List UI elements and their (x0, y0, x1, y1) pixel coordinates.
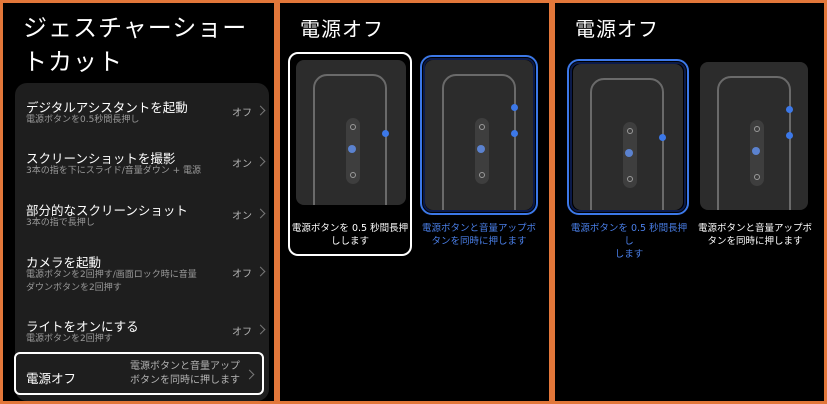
press-point-dot (786, 106, 793, 113)
option-combo-press[interactable] (420, 55, 538, 215)
setting-title: 部分的なスクリーンショット (26, 203, 188, 218)
power-off-panel-a: 電源オフ 電源ボタンを 0.5 秒間長押 しします (277, 0, 552, 404)
setting-subtitle: 3本の指で長押し (26, 218, 95, 228)
setting-partial-screenshot[interactable]: 部分的なスクリーンショット 3本の指で長押し オン (26, 200, 266, 240)
chevron-right-icon (255, 324, 266, 335)
setting-title: デジタルアシスタントを起動 (26, 100, 188, 115)
chevron-right-icon (255, 208, 266, 219)
button-indicator (623, 122, 637, 188)
phone-illustration (296, 60, 406, 205)
setting-subtitle: ダウンボタンを2回押す (26, 283, 122, 293)
option-long-press[interactable] (567, 59, 689, 215)
button-indicator (346, 118, 360, 184)
gesture-shortcut-panel: ジェスチャーショートカット デジタルアシスタントを起動 電源ボタンを0.5秒間長… (0, 0, 277, 404)
chevron-right-icon (244, 369, 255, 380)
setting-camera[interactable]: カメラを起動 電源ボタンを2回押す/画面ロック時に音量 ダウンボタンを2回押す … (26, 252, 266, 304)
chevron-right-icon (255, 156, 266, 167)
option-long-press[interactable] (288, 52, 412, 256)
setting-title: ライトをオンにする (26, 319, 139, 334)
setting-value: 電源ボタンと音量アップ ボタンを同時に押します (130, 361, 240, 386)
press-point-dot (659, 134, 666, 141)
setting-power-off[interactable]: 電源オフ 電源ボタンと音量アップ ボタンを同時に押します (14, 352, 264, 395)
phone-illustration (573, 64, 683, 210)
setting-value: オン (232, 159, 252, 170)
setting-subtitle: 電源ボタンを2回押す (26, 334, 113, 344)
power-off-panel-b: 電源オフ 電源ボタンを 0.5 秒間長押し します (552, 0, 827, 404)
setting-value: オフ (232, 108, 252, 119)
button-indicator (475, 118, 489, 184)
settings-list: デジタルアシスタントを起動 電源ボタンを0.5秒間長押し オフ スクリーンショッ… (15, 83, 269, 401)
button-indicator (750, 120, 764, 186)
setting-flashlight[interactable]: ライトをオンにする 電源ボタンを2回押す オフ (26, 316, 266, 356)
phone-illustration (425, 60, 533, 210)
setting-title: スクリーンショットを撮影 (26, 151, 176, 166)
chevron-right-icon (255, 105, 266, 116)
setting-value: オフ (232, 327, 252, 338)
setting-value: オン (232, 211, 252, 222)
phone-illustration (700, 62, 808, 210)
setting-value: オフ (232, 269, 252, 280)
setting-assistant[interactable]: デジタルアシスタントを起動 電源ボタンを0.5秒間長押し オフ (26, 97, 266, 137)
setting-title: 電源オフ (26, 371, 77, 386)
setting-subtitle: 電源ボタンを2回押す/画面ロック時に音量 (26, 270, 197, 280)
option-caption: 電源ボタンを 0.5 秒間長押し します (570, 223, 688, 260)
press-point-dot (511, 130, 518, 137)
setting-screenshot[interactable]: スクリーンショットを撮影 3本の指を下にスライド/音量ダウン + 電源 オン (26, 148, 266, 188)
press-point-dot (382, 130, 389, 137)
setting-title: カメラを起動 (26, 255, 102, 270)
page-title: 電源オフ (300, 17, 384, 41)
setting-subtitle: 3本の指を下にスライド/音量ダウン + 電源 (26, 166, 202, 176)
chevron-right-icon (255, 266, 266, 277)
press-point-dot (511, 104, 518, 111)
option-caption: 電源ボタンと音量アップボ タンを同時に押します (421, 223, 536, 247)
setting-subtitle: 電源ボタンを0.5秒間長押し (26, 115, 140, 125)
press-point-dot (786, 132, 793, 139)
page-title: 電源オフ (575, 17, 659, 41)
page-title: ジェスチャーショートカット (23, 14, 248, 76)
option-caption: 電源ボタンと音量アップボ タンを同時に押します (697, 223, 812, 247)
option-caption: 電源ボタンを 0.5 秒間長押 しします (291, 223, 409, 247)
